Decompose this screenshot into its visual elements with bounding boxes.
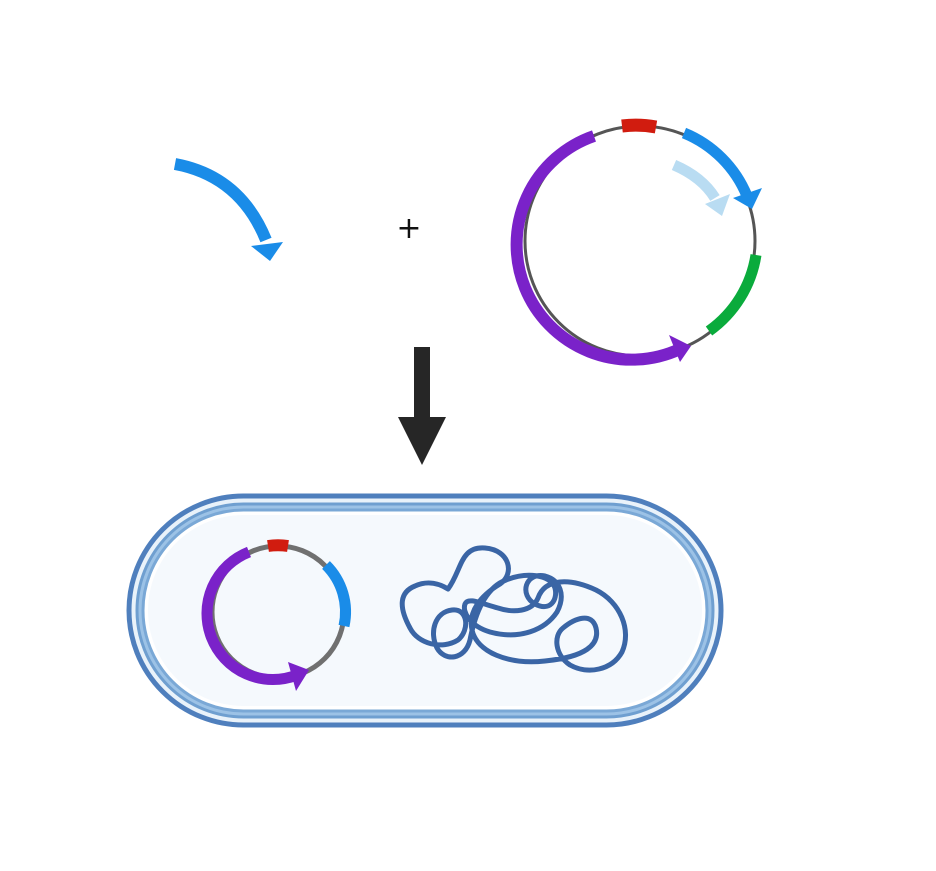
selection-marker <box>705 254 762 336</box>
insert-gene-arrowhead <box>251 242 283 261</box>
blue-gene-arrowhead <box>733 188 762 209</box>
plus-sign: + <box>396 211 421 246</box>
recombinant-plasmid <box>201 539 352 691</box>
recombinant-origin-marker <box>267 539 289 552</box>
process-arrow <box>398 347 446 465</box>
insertion-ghost-arrow <box>671 159 720 202</box>
bacterial-chromosome <box>399 545 628 673</box>
recombinant-blue-gene <box>321 561 352 628</box>
origin-marker <box>621 118 658 134</box>
purple-gene-arrowhead <box>669 335 691 362</box>
recombinant-purple-gene <box>201 546 299 685</box>
insert-gene-shaft <box>173 158 272 243</box>
bacterial-cell <box>126 493 724 728</box>
process-arrow-shaft <box>414 347 430 421</box>
insertion-ghost-arrowhead <box>705 194 730 216</box>
purple-gene-segment <box>510 130 683 366</box>
process-arrow-head <box>398 417 446 465</box>
recombinant-purple-arrowhead <box>288 662 309 691</box>
insert-gene-arrow <box>173 158 283 261</box>
plasmid-vector <box>510 118 762 366</box>
blue-gene-segment <box>681 127 753 199</box>
